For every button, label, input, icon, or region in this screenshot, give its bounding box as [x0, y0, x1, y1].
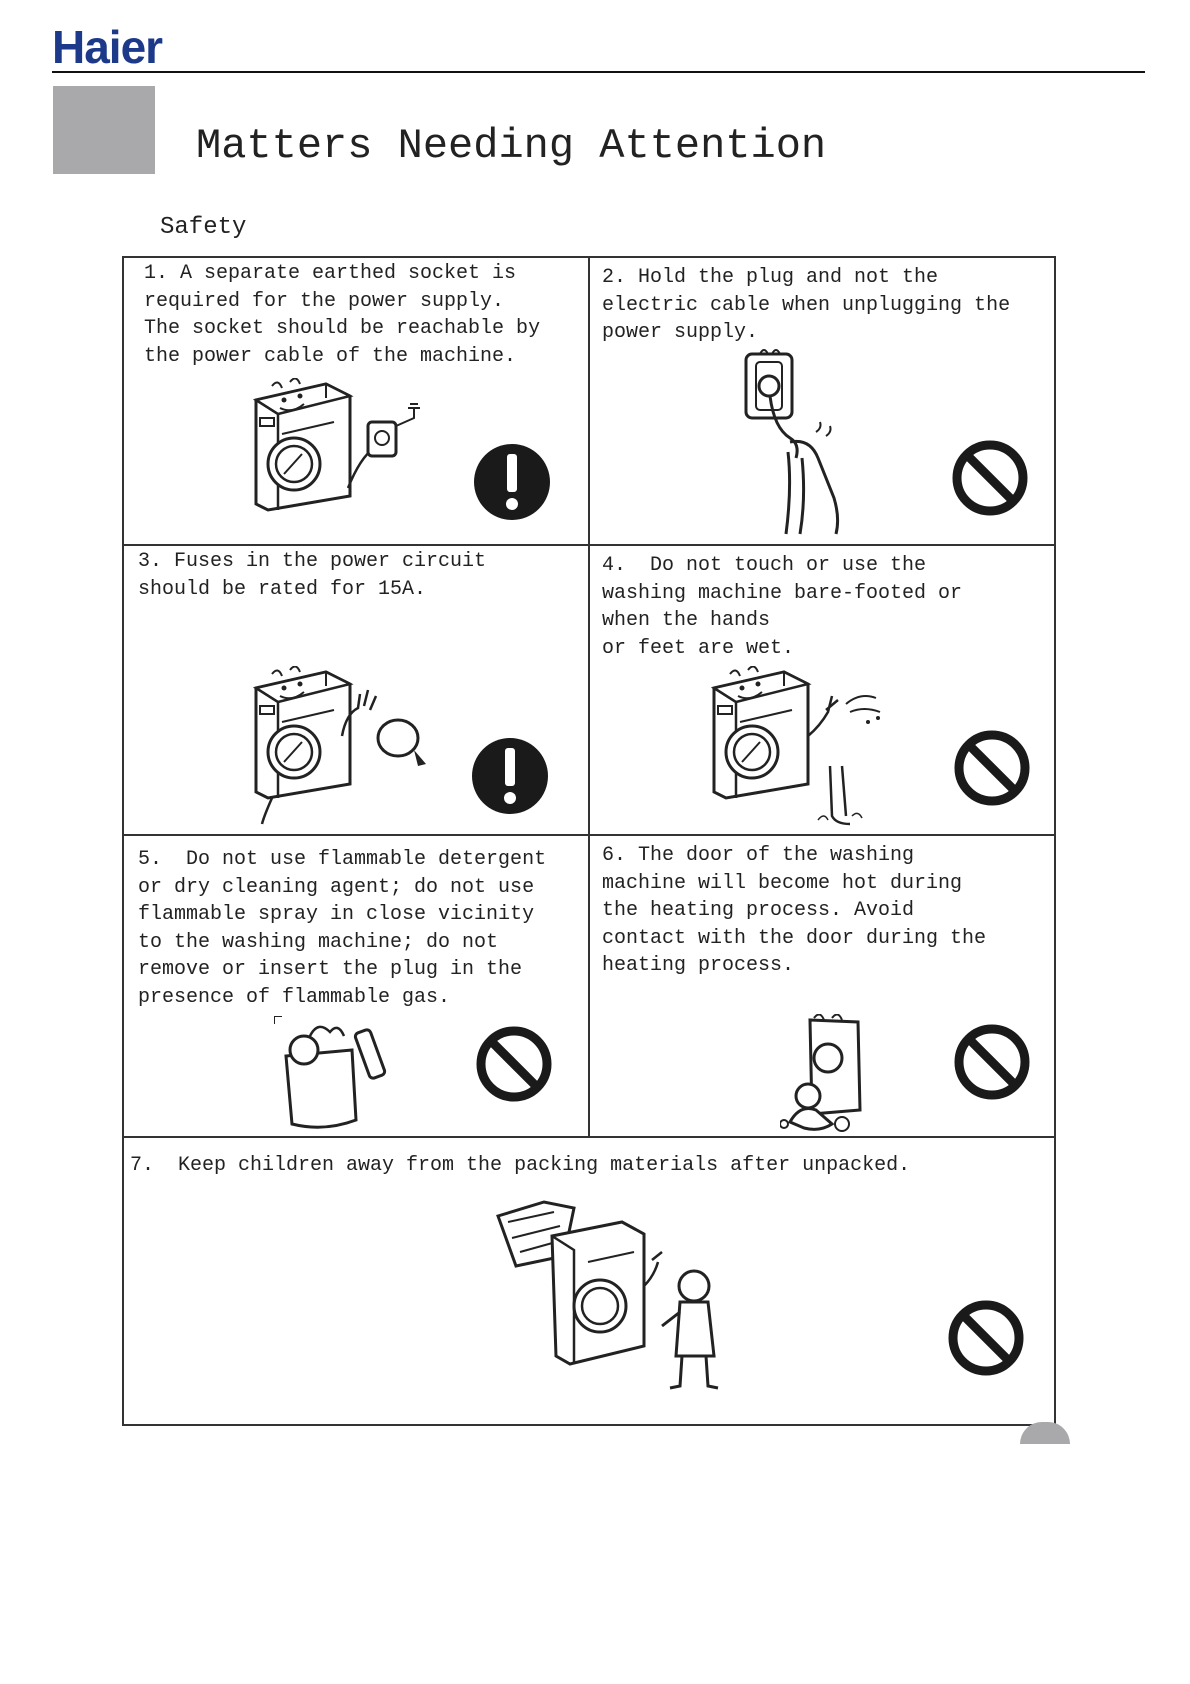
- prohibition-icon: [954, 1024, 1030, 1100]
- safety-item-7-text: 7. Keep children away from the packing m…: [130, 1154, 911, 1177]
- washer-hot-door-illustration: [780, 1014, 862, 1132]
- safety-item-1: 1. A separate earthed socket is required…: [122, 256, 590, 546]
- brand-logo: Haier: [52, 21, 163, 73]
- washer-socket-illustration: [254, 378, 420, 512]
- safety-item-5: 5. Do not use flammable detergent or dry…: [122, 834, 590, 1138]
- header-rule: [52, 71, 1145, 73]
- safety-grid: 1. A separate earthed socket is required…: [122, 256, 1056, 1426]
- safety-item-2-text: 2. Hold the plug and not the electric ca…: [602, 266, 1011, 344]
- page-tab-marker: [1020, 1422, 1070, 1444]
- safety-item-4: 4. Do not touch or use the washing machi…: [588, 544, 1056, 836]
- safety-item-1-text: 1. A separate earthed socket is required…: [144, 262, 541, 368]
- safety-item-2: 2. Hold the plug and not the electric ca…: [588, 256, 1056, 546]
- page-title: Matters Needing Attention: [196, 122, 827, 170]
- washer-wet-hands-illustration: [712, 666, 881, 826]
- safety-item-6: 6. The door of the washing machine will …: [588, 834, 1056, 1138]
- washer-fuse-illustration: [254, 666, 426, 825]
- prohibition-icon: [952, 440, 1028, 516]
- safety-item-7: 7. Keep children away from the packing m…: [122, 1136, 1056, 1426]
- section-title: Safety: [160, 214, 247, 241]
- prohibition-icon: [954, 730, 1030, 806]
- safety-item-3-text: 3. Fuses in the power circuit should be …: [138, 550, 487, 601]
- brand-name: Haier: [52, 21, 163, 73]
- prohibition-icon: [476, 1026, 552, 1102]
- safety-item-5-text: 5. Do not use flammable detergent or dry…: [138, 848, 547, 1009]
- safety-item-3: 3. Fuses in the power circuit should be …: [122, 544, 590, 836]
- exclamation-icon: [474, 444, 550, 520]
- prohibition-icon: [948, 1300, 1024, 1376]
- section-marker: [53, 86, 155, 174]
- hand-unplugging-illustration: [744, 349, 840, 535]
- child-packing-illustration: [496, 1200, 719, 1390]
- exclamation-icon: [472, 738, 548, 814]
- washer-flammable-illustration: [274, 1016, 387, 1129]
- safety-item-6-text: 6. The door of the washing machine will …: [602, 844, 987, 977]
- safety-item-4-text: 4. Do not touch or use the washing machi…: [602, 554, 963, 660]
